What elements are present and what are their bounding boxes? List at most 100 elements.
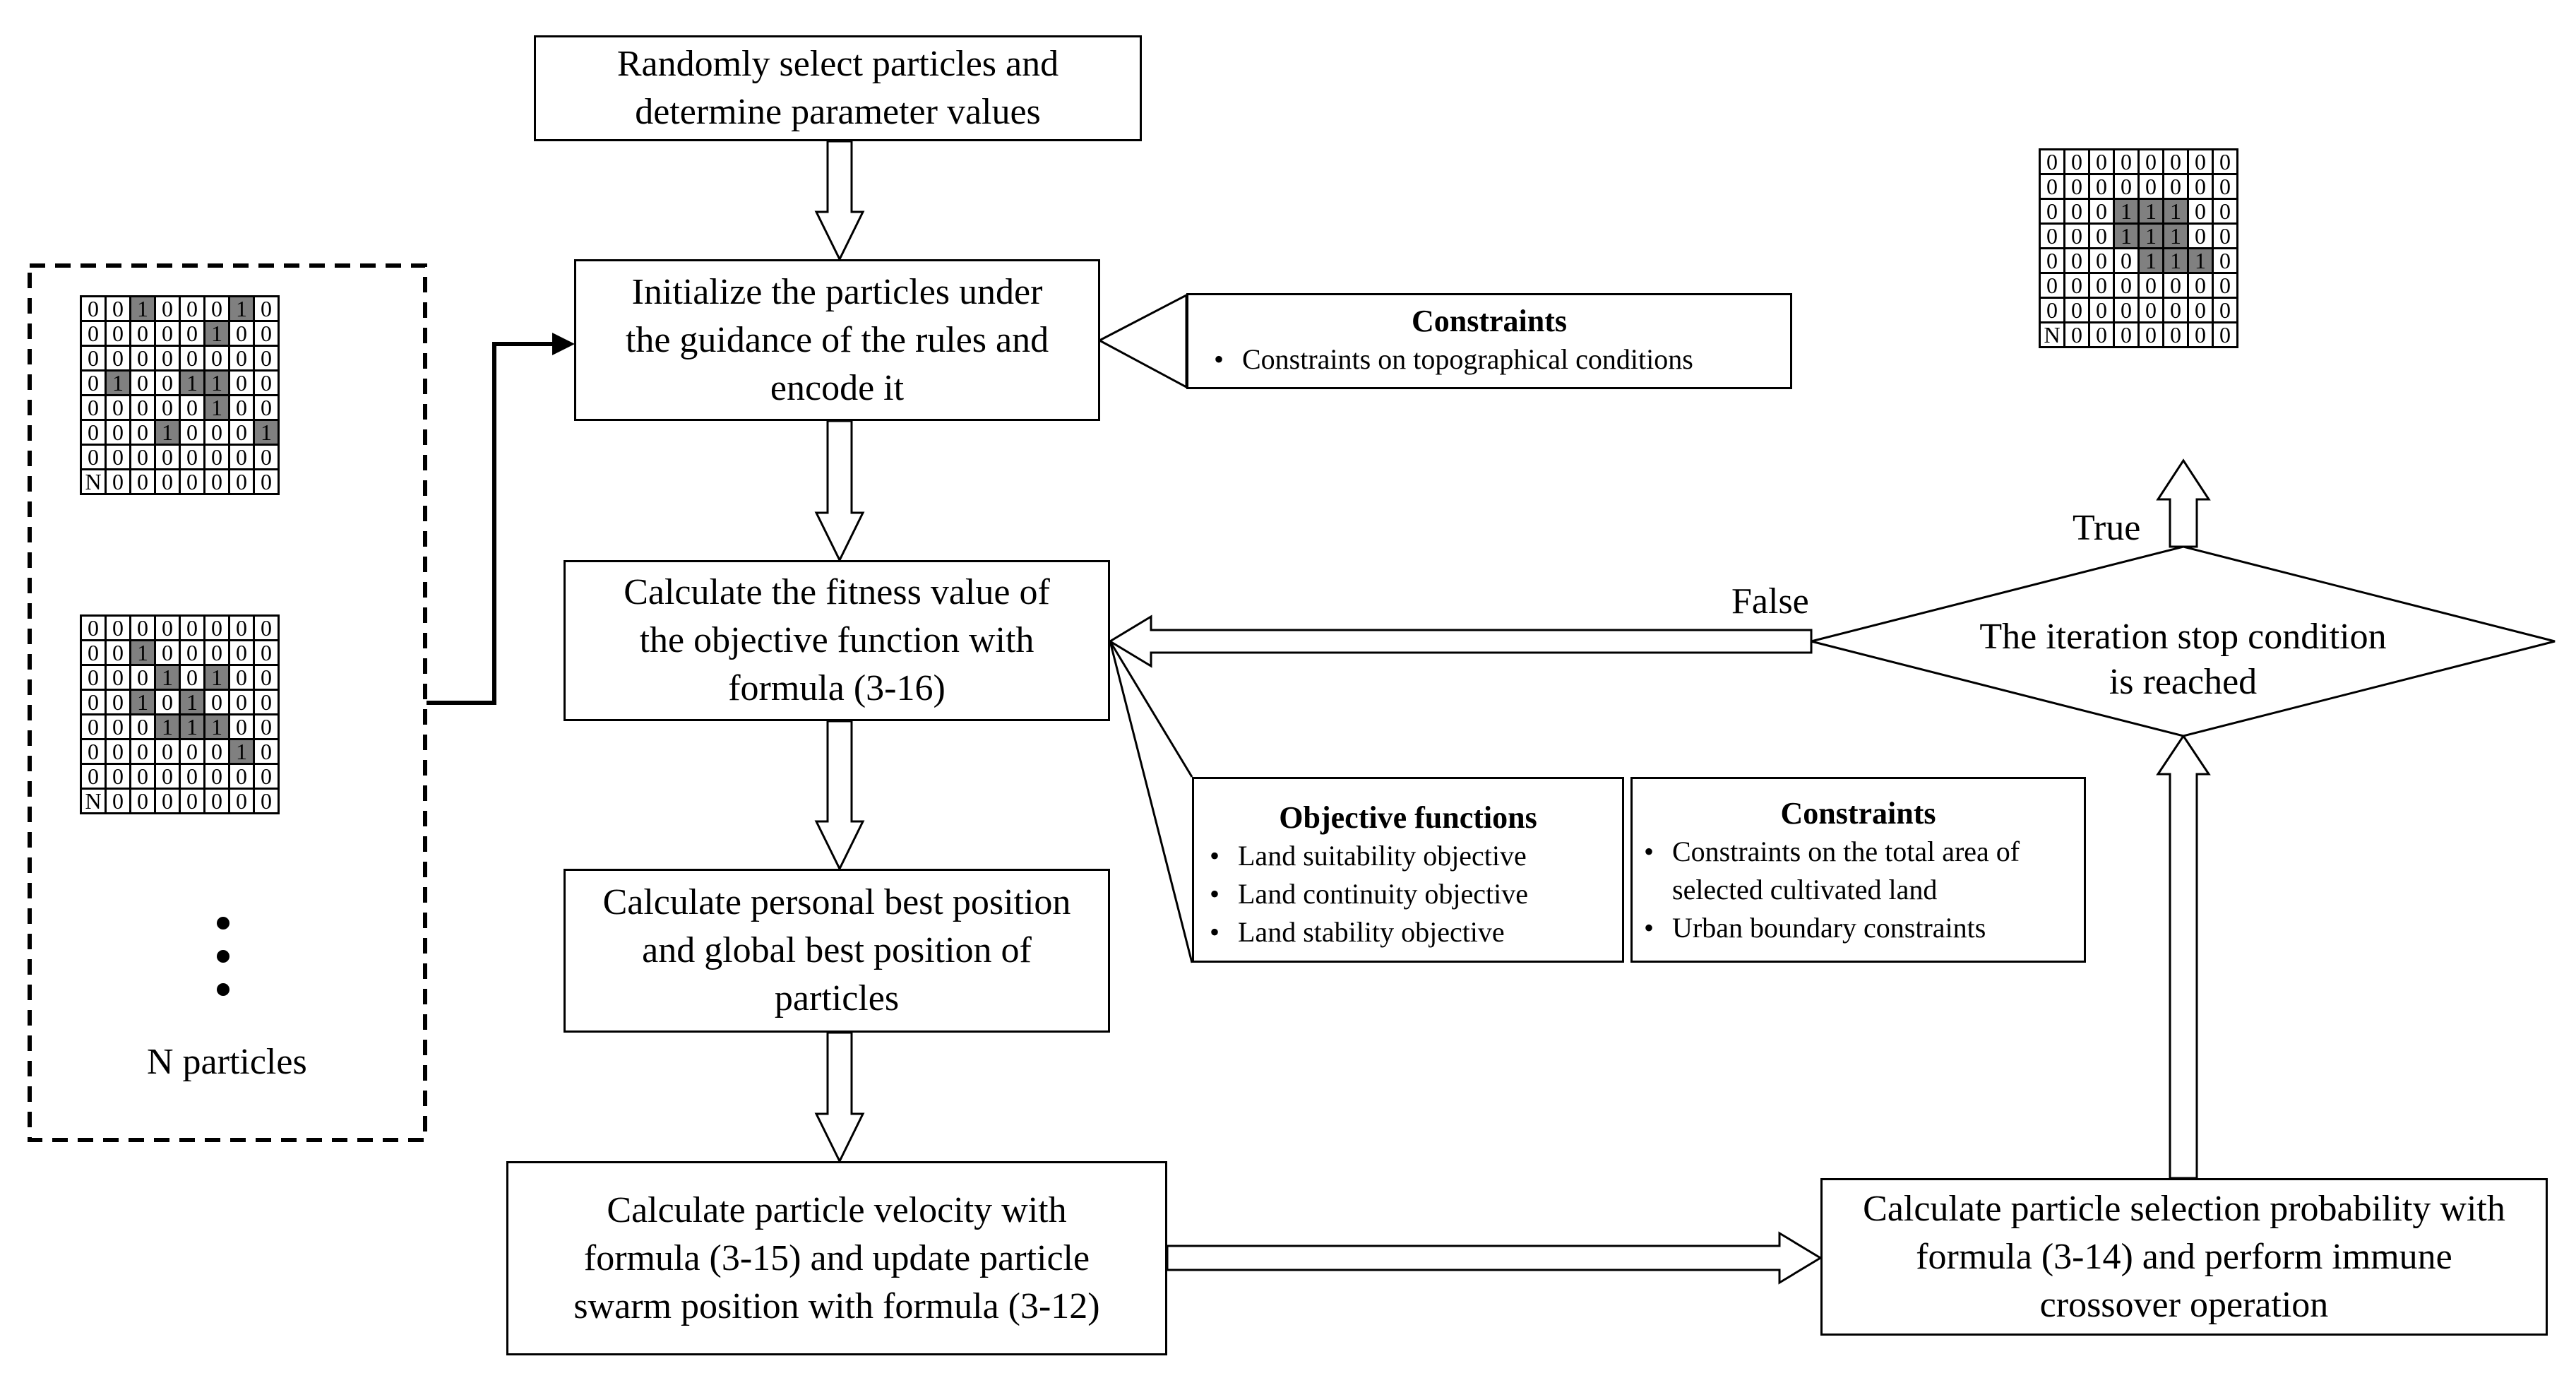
grid-cell: 0 xyxy=(179,295,205,322)
grid-cell: N xyxy=(80,788,107,814)
grid-cell: 0 xyxy=(228,345,255,372)
grid-cell: 0 xyxy=(2137,173,2164,200)
grid-cell: 1 xyxy=(2113,222,2140,249)
grid-cell: 0 xyxy=(154,614,181,641)
grid-cell: 0 xyxy=(105,468,131,495)
grid-cell: 0 xyxy=(129,320,156,347)
arrow-stop-to-fitness xyxy=(1108,614,1813,668)
grid-cell: 1 xyxy=(203,664,230,691)
grid-cell: 0 xyxy=(80,419,107,446)
grid-cell: 0 xyxy=(80,394,107,421)
step-best-line-1: Calculate personal best position xyxy=(602,882,1071,922)
objective-functions-list: Land suitability objective Land continui… xyxy=(1194,837,1622,951)
grid-cell: 0 xyxy=(179,345,205,372)
grid-cell: 0 xyxy=(203,689,230,715)
grid-cell: 0 xyxy=(105,664,131,691)
grid-cell: 0 xyxy=(154,788,181,814)
grid-cell: 0 xyxy=(129,763,156,790)
grid-cell: 0 xyxy=(105,738,131,765)
grid-cell: 0 xyxy=(2113,247,2140,274)
grid-cell: 0 xyxy=(253,369,280,396)
grid-cell: 1 xyxy=(179,689,205,715)
grid-cell: 0 xyxy=(2212,222,2238,249)
grid-cell: 0 xyxy=(2187,173,2214,200)
grid-cell: 0 xyxy=(129,664,156,691)
grid-cell: 0 xyxy=(179,419,205,446)
grid-cell: 0 xyxy=(2088,247,2115,274)
grid-cell: 0 xyxy=(129,713,156,740)
grid-cell: 0 xyxy=(154,369,181,396)
grid-cell: 0 xyxy=(129,369,156,396)
grid-cell: 1 xyxy=(179,369,205,396)
grid-cell: 0 xyxy=(105,444,131,470)
grid-cell: 0 xyxy=(129,394,156,421)
grid-cell: 0 xyxy=(203,614,230,641)
grid-cell: 1 xyxy=(2137,247,2164,274)
particles-to-init-arrow xyxy=(427,342,556,705)
grid-cell: 0 xyxy=(2088,198,2115,225)
grid-cell: 1 xyxy=(203,394,230,421)
grid-cell: 0 xyxy=(228,468,255,495)
grid-cell: 0 xyxy=(253,738,280,765)
grid-cell: 0 xyxy=(253,689,280,715)
grid-cell: 0 xyxy=(2039,222,2065,249)
arrow-init-to-fitness xyxy=(814,420,865,563)
grid-cell: 0 xyxy=(253,468,280,495)
constraints-top-title: Constraints xyxy=(1411,304,1568,338)
grid-cell: 0 xyxy=(2187,321,2214,348)
grid-cell: 0 xyxy=(253,320,280,347)
grid-cell: 0 xyxy=(129,345,156,372)
grid-cell: 0 xyxy=(2039,198,2065,225)
step-init-line-3: encode it xyxy=(770,367,905,408)
grid-cell: 1 xyxy=(179,713,205,740)
grid-cell: 0 xyxy=(2063,272,2090,299)
grid-cell: 0 xyxy=(80,713,107,740)
grid-cell: 0 xyxy=(2039,272,2065,299)
grid-cell: 0 xyxy=(2088,297,2115,323)
grid-cell: 1 xyxy=(129,295,156,322)
grid-cell: 1 xyxy=(228,295,255,322)
grid-cell: 1 xyxy=(2162,222,2189,249)
grid-cell: 1 xyxy=(105,369,131,396)
constraints-right-title: Constraints xyxy=(1780,796,1936,831)
grid-cell: 1 xyxy=(228,738,255,765)
grid-cell: 0 xyxy=(2063,321,2090,348)
grid-cell: 0 xyxy=(228,763,255,790)
ellipsis-dot-2 xyxy=(217,950,229,963)
grid-cell: 0 xyxy=(105,394,131,421)
grid-cell: 0 xyxy=(253,664,280,691)
constraints-top-item: Constraints on topographical conditions xyxy=(1203,340,1790,379)
callout-line-lower xyxy=(1109,641,1193,963)
grid-cell: 0 xyxy=(228,369,255,396)
grid-cell: 0 xyxy=(203,444,230,470)
step-velocity-line-1: Calculate particle velocity with xyxy=(607,1189,1067,1230)
ellipsis-dot-3 xyxy=(217,983,229,996)
grid-cell: 0 xyxy=(2113,173,2140,200)
grid-cell: 0 xyxy=(2212,148,2238,175)
grid-cell: 0 xyxy=(105,713,131,740)
grid-cell: 0 xyxy=(2187,297,2214,323)
grid-cell: 0 xyxy=(228,419,255,446)
arrow-immune-to-stop xyxy=(2156,734,2211,1180)
constraints-right-list: Constraints on the total area of selecte… xyxy=(1633,833,2084,947)
step-best-line-3: particles xyxy=(774,978,900,1018)
grid-cell: 0 xyxy=(228,320,255,347)
grid-cell: 0 xyxy=(80,614,107,641)
grid-cell: 0 xyxy=(80,320,107,347)
grid-cell: 0 xyxy=(228,788,255,814)
grid-cell: 0 xyxy=(179,788,205,814)
stop-line-2: is reached xyxy=(2109,662,2258,702)
grid-cell: 0 xyxy=(154,320,181,347)
step-best-position: Calculate personal best position and glo… xyxy=(564,869,1110,1033)
